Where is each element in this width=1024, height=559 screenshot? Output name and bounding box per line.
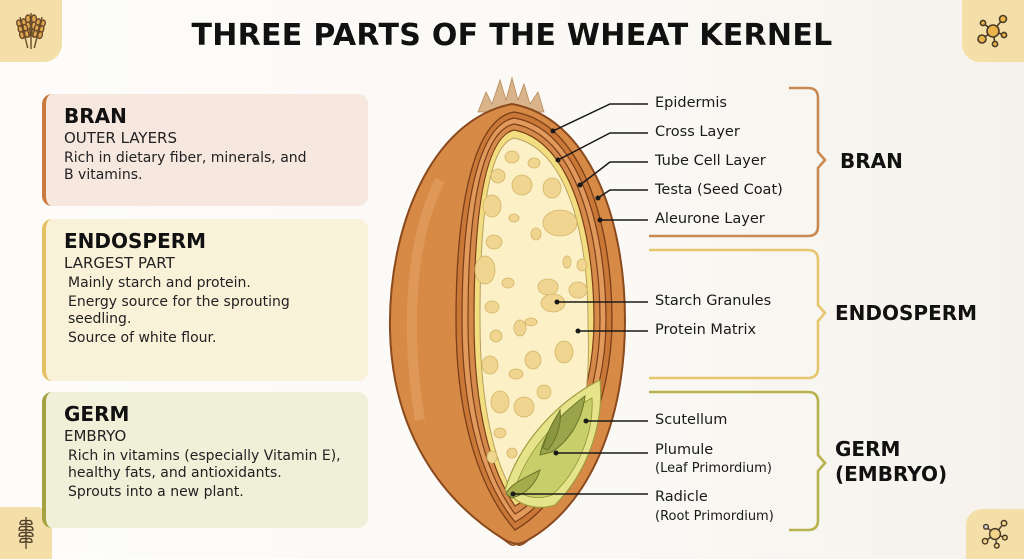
molecule-icon	[977, 14, 1008, 48]
kernel-brush-hairs	[477, 76, 545, 113]
endosperm-card: ENDOSPERM LARGEST PART Mainly starch and…	[42, 219, 368, 381]
label-tube-cell-layer: Tube Cell Layer	[655, 153, 766, 169]
germ-card-subheading: EMBRYO	[64, 427, 127, 445]
molecule-icon	[981, 519, 1008, 549]
endosperm-bracket	[649, 248, 827, 380]
germ-card: GERM EMBRYO Rich in vitamins (especially…	[42, 392, 368, 528]
endosperm-card-subheading: LARGEST PART	[64, 254, 175, 272]
endosperm-card-point: Mainly starch and protein.	[68, 275, 251, 291]
label-testa: Testa (Seed Coat)	[655, 182, 783, 198]
label-plumule: Plumule	[655, 442, 714, 458]
radicle-shape	[505, 469, 541, 499]
germ-card-heading: GERM	[64, 402, 130, 426]
label-plumule-note: (Leaf Primordium)	[655, 460, 772, 477]
label-epidermis: Epidermis	[655, 95, 727, 111]
label-protein-matrix: Protein Matrix	[655, 322, 757, 338]
page-title: THREE PARTS OF THE WHEAT KERNEL	[191, 18, 833, 53]
label-starch-granules: Starch Granules	[655, 293, 772, 309]
label-radicle: Radicle	[655, 489, 708, 505]
bran-bracket	[649, 86, 827, 238]
wheat-kernel-cross-section	[388, 76, 827, 547]
germ-card-point: Rich in vitamins (especially Vitamin E),…	[68, 448, 341, 481]
corner-badge-top-left	[0, 0, 62, 62]
bran-card: BRAN OUTER LAYERS Rich in dietary fiber,…	[42, 94, 368, 206]
endosperm-card-point: Source of white flour.	[68, 330, 217, 346]
wheat-ear-icon	[18, 517, 34, 549]
bran-card-subheading: OUTER LAYERS	[64, 129, 177, 147]
label-scutellum: Scutellum	[655, 412, 728, 428]
label-radicle-note-text: (Root Primordium)	[655, 509, 774, 524]
group-title-embryo: (EMBRYO)	[835, 462, 948, 486]
germ-bracket	[649, 390, 827, 532]
corner-badge-bottom-right	[966, 509, 1024, 559]
endosperm-card-heading: ENDOSPERM	[64, 229, 207, 253]
label-aleurone-layer: Aleurone Layer	[655, 211, 765, 227]
group-title-germ: GERM	[835, 437, 901, 461]
endosperm-card-point: Energy source for the sprouting seedling…	[68, 294, 290, 327]
corner-badge-top-right	[962, 0, 1024, 62]
endosperm-leader-lines	[557, 301, 648, 332]
label-cross-layer: Cross Layer	[655, 124, 740, 140]
bran-card-heading: BRAN	[64, 104, 127, 128]
label-radicle-note: (Root Primordium)	[655, 508, 774, 525]
group-title-bran: BRAN	[840, 149, 903, 173]
bran-card-point: Rich in dietary fiber, minerals, and B v…	[64, 150, 307, 183]
germ-card-point: Sprouts into a new plant.	[68, 484, 244, 500]
starch-granules	[474, 150, 588, 464]
label-plumule-note-text: (Leaf Primordium)	[655, 461, 772, 476]
group-title-endosperm: ENDOSPERM	[835, 301, 978, 325]
wheat-icon	[16, 13, 46, 49]
germ-leader-lines	[513, 420, 648, 495]
bran-leader-lines	[552, 103, 648, 221]
